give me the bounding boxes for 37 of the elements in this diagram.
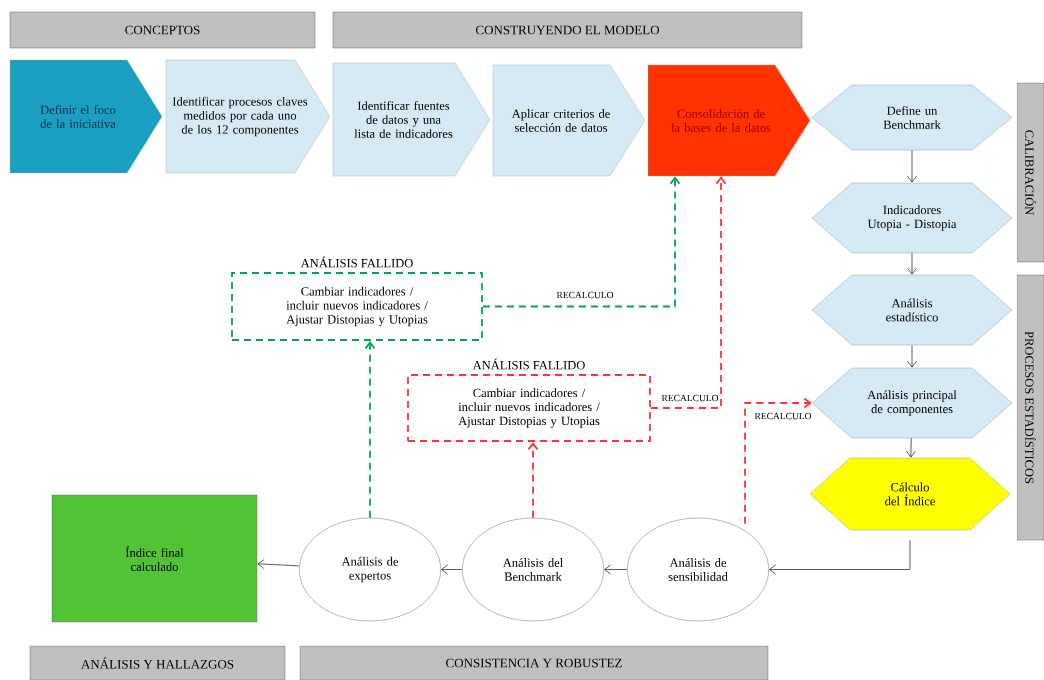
section-banner: CALIBRACIÓN — [1016, 82, 1044, 263]
hexagon-box: Define un Benchmark — [811, 84, 1013, 151]
edge-label: RECALCULO — [555, 290, 615, 300]
section-banner: CONSISTENCIA Y ROBUSTEZ — [299, 645, 769, 680]
section-banner: CONCEPTOS — [9, 11, 316, 49]
arrow-box: Aplicar criterios de selección de datos — [492, 64, 646, 177]
arrow — [441, 564, 463, 575]
arrow — [257, 559, 300, 569]
arrow-box: Definir el foco de la iniciativa — [9, 59, 163, 174]
hexagon-box: Indicadores Utopia - Distopia — [811, 182, 1013, 254]
arrow — [906, 437, 916, 458]
arrow-box: Consolidación de la bases de la datos — [647, 64, 811, 177]
arrow — [907, 252, 917, 275]
result-box: Índice final calculado — [51, 494, 258, 623]
node-label: ANÁLISIS FALLIDO — [472, 358, 585, 370]
arrow — [482, 176, 681, 308]
edge-label: RECALCULO — [660, 393, 720, 403]
arrow — [527, 441, 539, 519]
arrow — [907, 344, 917, 368]
arrow — [604, 564, 628, 575]
arrow-box: Identificar procesos claves medidos por cada uno de los 12 componentes — [165, 59, 331, 174]
dashed-box: ANÁLISIS FALLIDO Cambiar indicadores / incluir nuevos indicadores / Ajustar Distopias y Utopias — [407, 358, 651, 442]
edge-label: RECALCULO — [753, 411, 813, 421]
arrow — [364, 340, 376, 519]
arrow — [650, 176, 727, 409]
hexagon-box: Cálculo del Índice — [809, 457, 1011, 531]
arrow — [907, 149, 917, 183]
section-banner: PROCESOS ESTADÍSTICOS — [1016, 274, 1044, 541]
arrow-box: Identificar fuentes de datos y una lista de indicadores — [332, 62, 491, 177]
section-banner: ANÁLISIS Y HALLAZGOS — [29, 645, 286, 680]
section-banner: CONSTRUYENDO EL MODELO — [332, 11, 803, 49]
arrow — [744, 397, 812, 525]
hexagon-box: Análisis estadístico — [811, 274, 1013, 346]
hexagon-box: Análisis principal de componentes — [811, 367, 1013, 439]
arrow — [769, 539, 911, 575]
dashed-box: ANÁLISIS FALLIDO Cambiar indicadores / incluir nuevos indicadores / Ajustar Distopias y Utopias — [231, 256, 483, 341]
node-label: ANÁLISIS FALLIDO — [300, 256, 413, 268]
